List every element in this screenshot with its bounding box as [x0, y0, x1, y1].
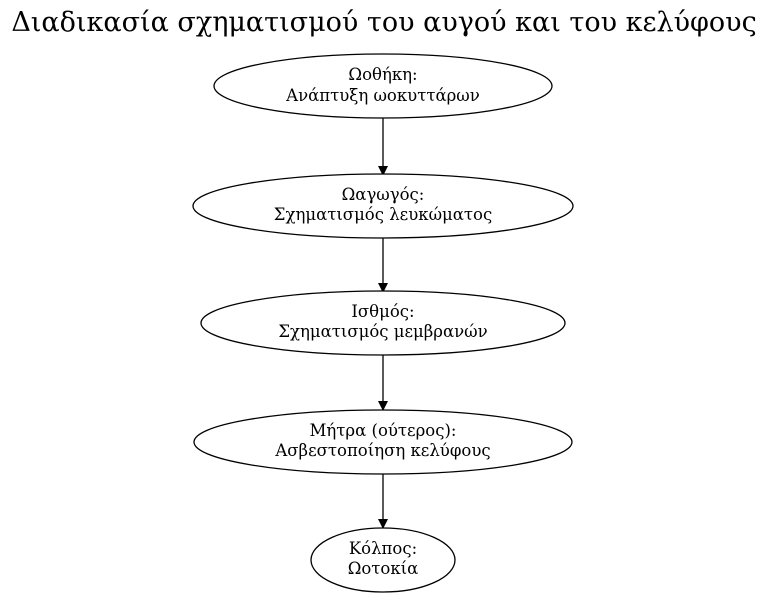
node-uterus: Μήτρα (ούτερος): Ασβεστοποίηση κελύφους [193, 409, 573, 475]
node-vagina: Κόλπος: Ωοτοκία [310, 527, 456, 593]
diagram-title: Διαδικασία σχηματισμού του αυγού και του… [11, 7, 757, 38]
node-title: Κόλπος: [349, 539, 417, 558]
node-title: Ωαγωγός: [342, 185, 425, 204]
node-title: Μήτρα (ούτερος): [310, 421, 457, 440]
node-shape [213, 53, 553, 119]
node-description: Σχηματισμός λευκώματος [274, 205, 492, 224]
node-title: Ισθμός: [351, 302, 414, 321]
node-shape [310, 527, 456, 593]
node-title: Ωοθήκη: [348, 65, 417, 84]
node-description: Ανάπτυξη ωοκυττάρων [285, 86, 480, 105]
node-isthmus: Ισθμός: Σχηματισμός μεμβρανών [200, 290, 566, 356]
node-shape [200, 290, 566, 356]
node-description: Σχηματισμός μεμβρανών [278, 322, 487, 341]
node-ovary: Ωοθήκη: Ανάπτυξη ωοκυττάρων [213, 53, 553, 119]
node-oviduct: Ωαγωγός: Σχηματισμός λευκώματος [192, 173, 574, 239]
node-shape [192, 173, 574, 239]
node-description: Ωοτοκία [348, 559, 419, 578]
node-shape [193, 409, 573, 475]
node-description: Ασβεστοποίηση κελύφους [274, 441, 490, 460]
